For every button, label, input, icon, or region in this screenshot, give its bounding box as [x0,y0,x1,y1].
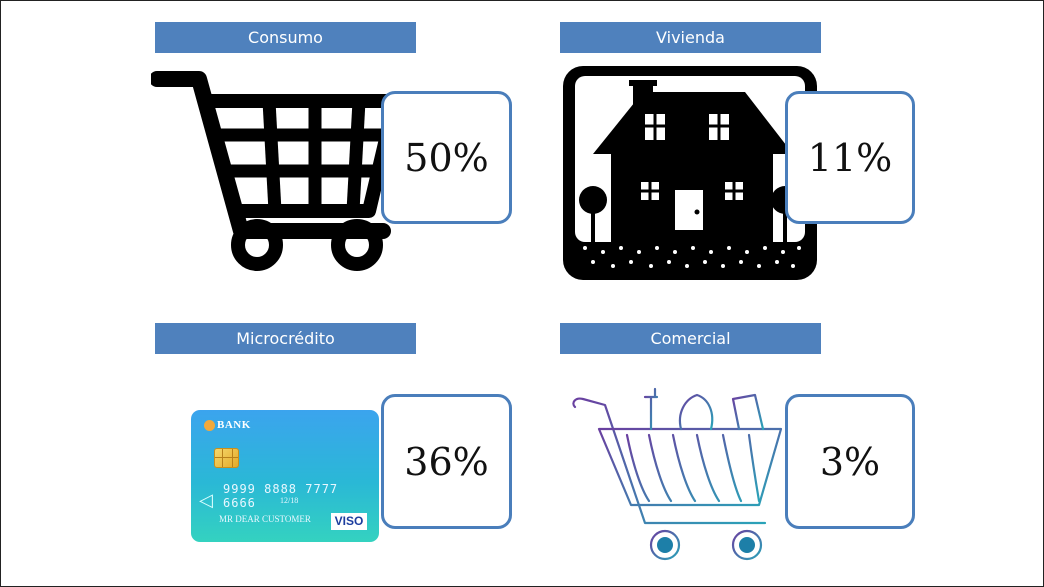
credit-card-icon: BANK ◁ 9999 8888 7777 6666 12/18 MR DEAR… [191,410,379,542]
card-brand: VISO [331,513,367,530]
percent-box-consumo: 50% [381,91,512,224]
bank-logo-icon [204,419,215,431]
card-chip-icon [214,448,239,468]
house-icon [563,66,817,280]
percent-box-comercial: 3% [785,394,915,529]
chevron-left-icon: ◁ [199,490,213,511]
header-consumo: Consumo [155,22,416,53]
header-microcredito: Microcrédito [155,323,416,354]
card-number: 9999 8888 7777 6666 [223,482,339,510]
percent-box-vivienda: 11% [785,91,915,224]
header-comercial: Comercial [560,323,821,354]
percent-box-microcredito: 36% [381,394,512,529]
card-bank-name: BANK [217,419,251,431]
grocery-cart-icon [572,387,783,561]
shopping-cart-icon [151,71,402,271]
header-vivienda: Vivienda [560,22,821,53]
card-bank-logo: BANK [204,419,251,431]
card-holder: MR DEAR CUSTOMER [219,514,311,524]
card-expiry: 12/18 [280,496,299,505]
